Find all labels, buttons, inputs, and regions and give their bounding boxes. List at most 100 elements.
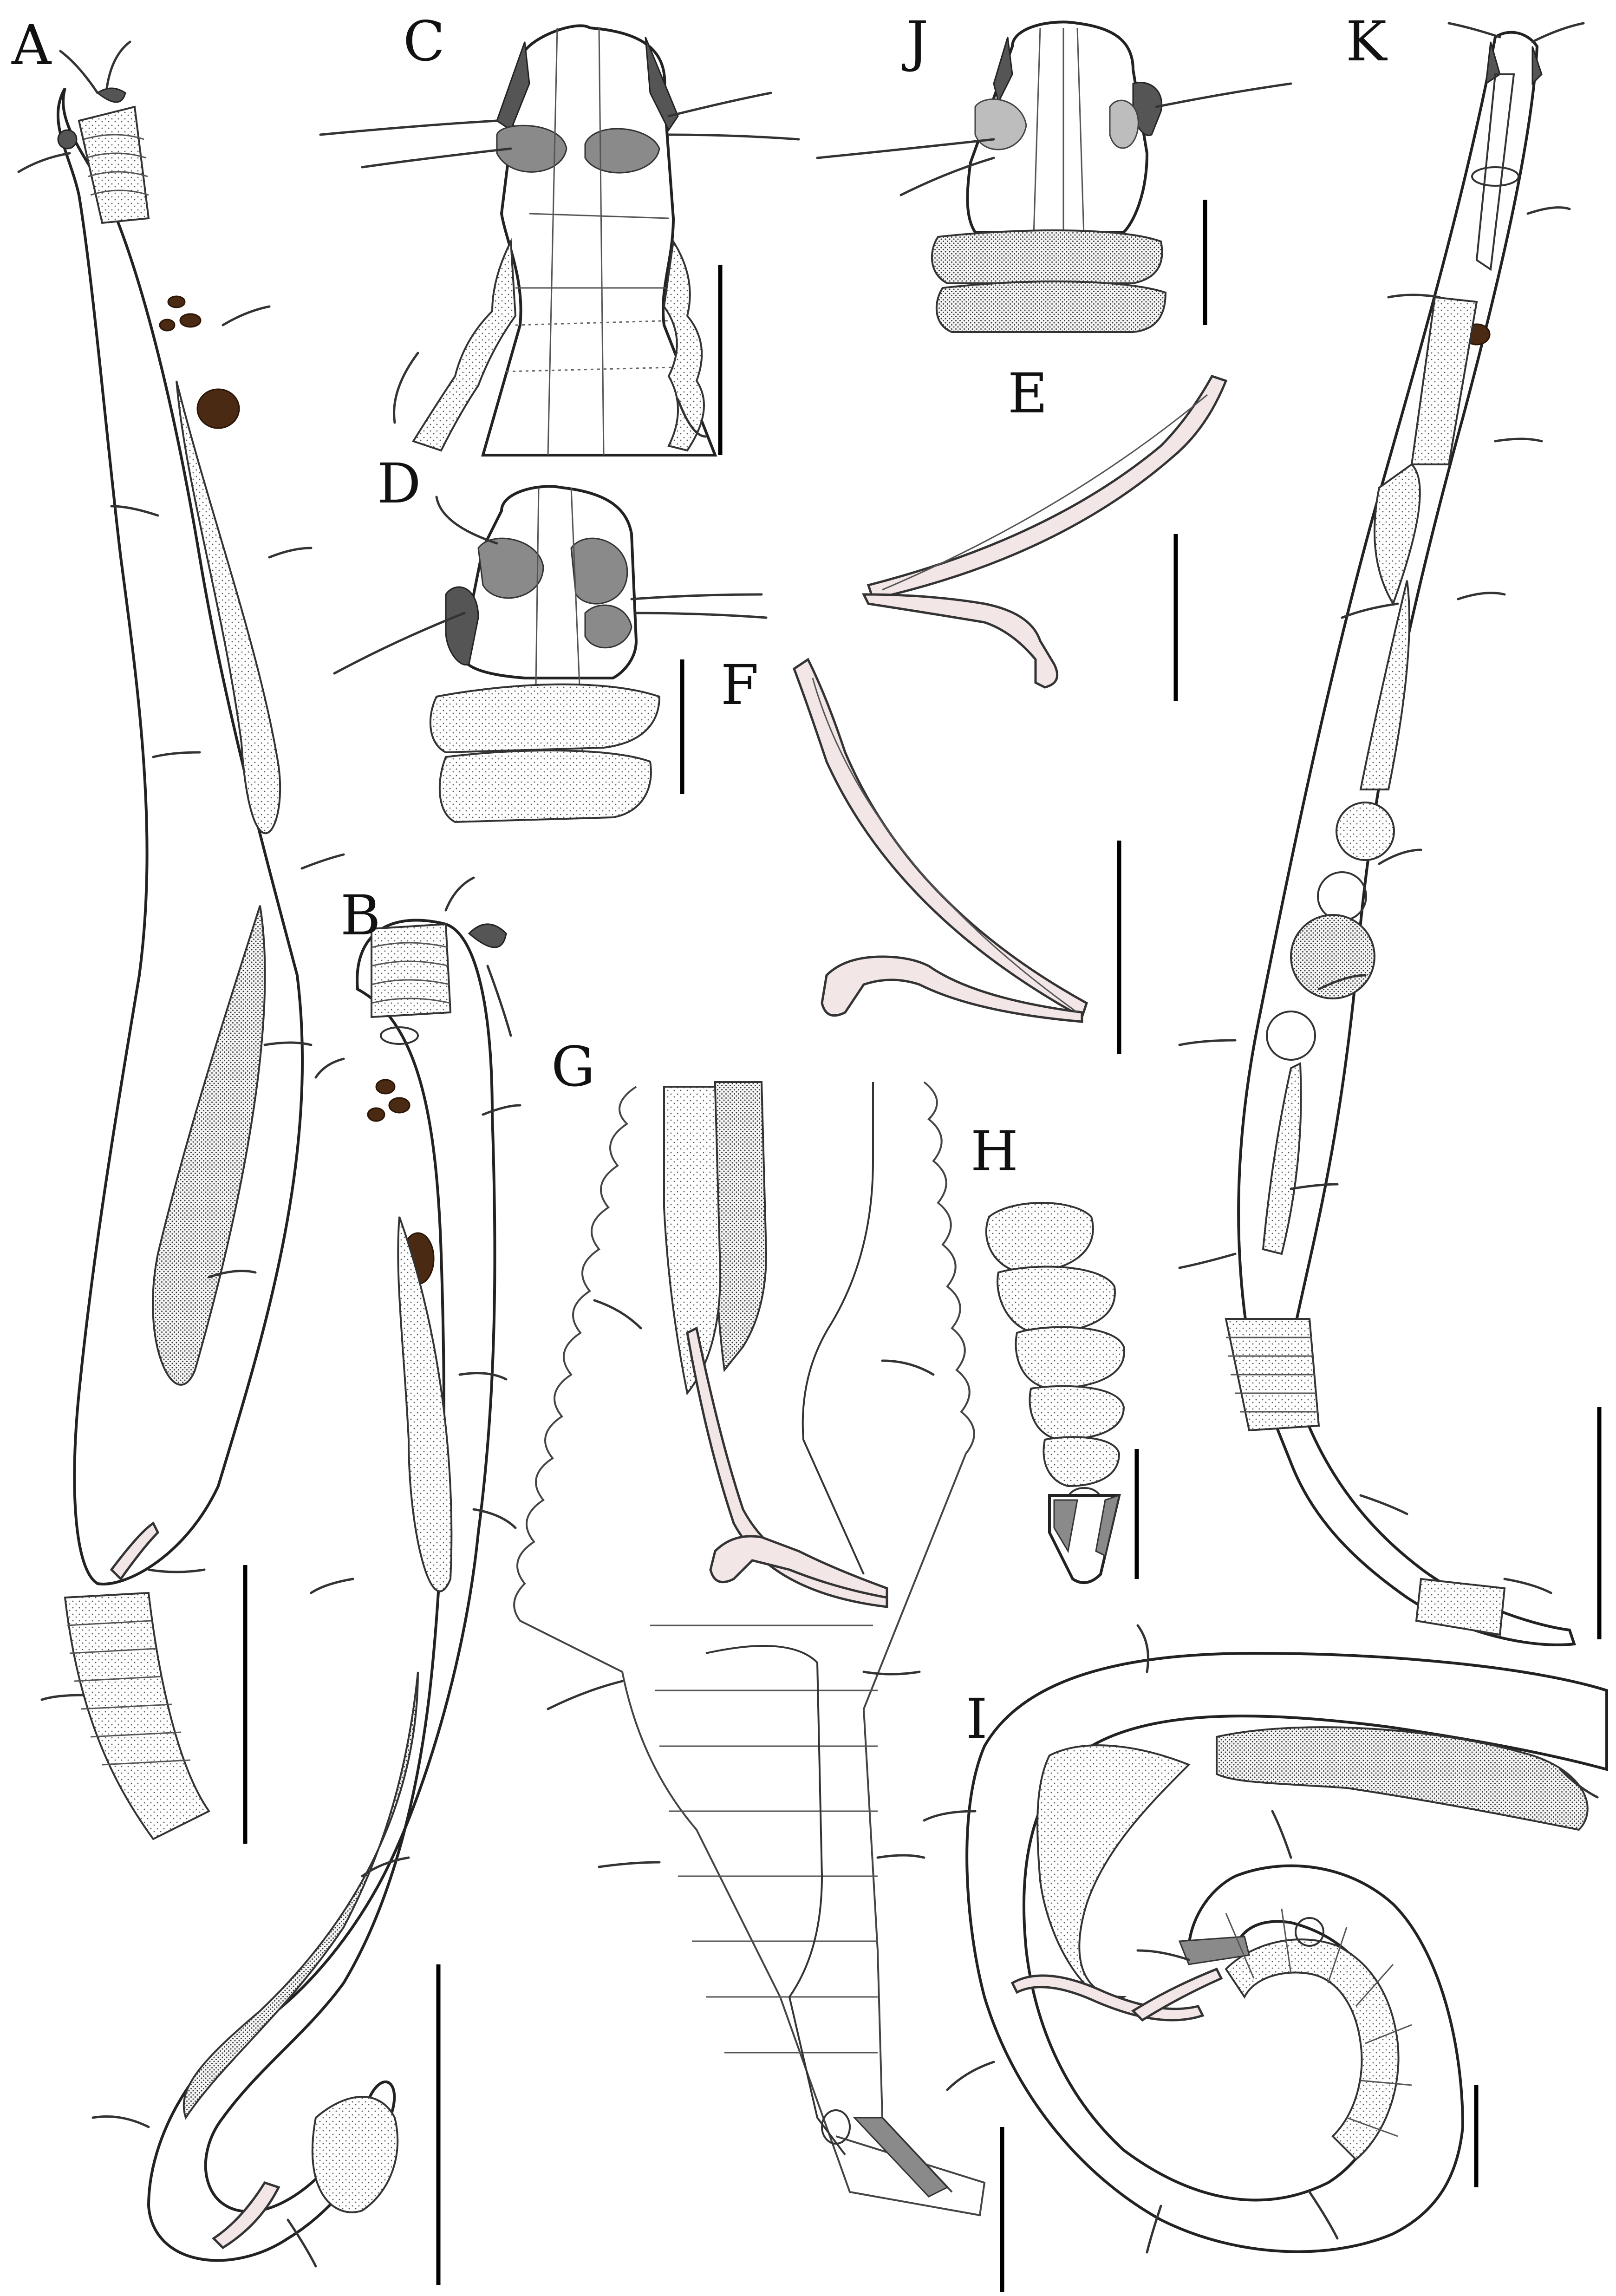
panel-i-tail-rings <box>1225 1908 1412 2137</box>
panel-i-body-outline <box>965 1651 1608 2253</box>
panel-d-ocellus-lower <box>584 604 632 649</box>
panel-a-ocellus <box>57 129 78 150</box>
panel-f-inner-line <box>812 678 1078 1013</box>
panel-b-amphid <box>468 923 507 948</box>
panel-g-cuticle-left <box>513 1086 986 2217</box>
panel-a-spicule <box>110 1521 160 1581</box>
panel-d-amphid-left <box>445 586 479 666</box>
panel-j-ocellus-right <box>1109 99 1139 149</box>
panel-g-spinneret <box>853 2117 949 2198</box>
panel-h-ring-1 <box>985 1202 1094 1274</box>
panel-j-ring-2 <box>935 280 1167 333</box>
panel-k-rings <box>1226 1337 1318 1413</box>
panel-k-ovary-anterior <box>1359 580 1410 790</box>
panel-i-spinneret <box>1178 1936 1250 1965</box>
panel-label-c: C <box>403 9 445 73</box>
panel-a-tail-rings <box>67 1620 191 1766</box>
panel-i-intestine <box>1036 1744 1191 2001</box>
panel-k-egg-1 <box>1336 802 1395 861</box>
panel-f-gubernaculum <box>821 955 1083 1023</box>
panel-a-pigment-spots <box>159 295 240 429</box>
panel-h-spinneret-shade-right <box>1095 1494 1121 1557</box>
panel-b-spicule <box>212 2181 280 2250</box>
panel-k-egg-3 <box>1290 914 1375 999</box>
panel-b-rings <box>371 942 451 1004</box>
panel-g-vas-deferens <box>801 1082 874 1575</box>
panel-label-a: A <box>11 13 52 77</box>
panel-b-coiled-worm <box>91 876 521 2268</box>
panel-label-d: D <box>377 451 421 515</box>
panel-c-amphid-right <box>645 37 679 131</box>
panel-i-tail-coil <box>1225 1938 1400 2161</box>
panel-k-amphid-left <box>1485 41 1501 85</box>
panel-c-cuticle-left <box>411 238 517 452</box>
panel-b-body-outline <box>147 919 496 2262</box>
scale-bars <box>243 200 1602 2292</box>
panel-g-spicule <box>686 1326 888 1608</box>
panel-c-head-detail <box>319 24 800 457</box>
panel-h-ring-5 <box>1043 1436 1121 1487</box>
panel-k-egg-4 <box>1266 1011 1316 1061</box>
panel-a-setae <box>17 40 345 1701</box>
panel-k-ovary-posterior <box>1262 1062 1302 1255</box>
panel-h-ring-2 <box>997 1265 1116 1334</box>
panel-e-gubernaculum <box>861 593 1059 689</box>
panel-d-ocellus-right <box>570 537 628 605</box>
panel-label-e: E <box>1008 361 1048 425</box>
panel-a-intestine <box>176 380 281 835</box>
panel-f-spicule <box>792 658 1088 1023</box>
panel-k-pharynx <box>1475 73 1515 271</box>
panel-g-tail-cells <box>705 1645 846 2156</box>
panel-g-cuticle-right <box>862 1081 975 2193</box>
panel-d-setae <box>333 496 768 675</box>
panel-g-caudal-gland <box>821 2109 851 2145</box>
panel-a-tail <box>64 1592 210 1840</box>
panel-j-ring-1 <box>931 229 1163 284</box>
panel-b-setae <box>91 876 521 2268</box>
panel-b-anterior-rings <box>371 923 452 1018</box>
panel-g-gubernaculum <box>709 1535 888 1599</box>
panel-k-nerve-ring <box>1471 166 1519 187</box>
panel-c-ocellus-right <box>584 128 660 174</box>
panel-k-setae <box>1178 22 1585 1594</box>
panel-b-testis <box>182 1671 419 2120</box>
panel-e-spicule <box>861 374 1228 689</box>
panel-g-tail-rings <box>650 1624 878 2054</box>
panel-label-f: F <box>721 653 759 717</box>
panel-i-gubernaculum <box>1131 1967 1223 2022</box>
panel-i-setae <box>923 1624 1599 2254</box>
panel-k-tail-rings <box>1415 1578 1506 1636</box>
panel-e-inner-line <box>882 394 1208 591</box>
panel-k-intestine-anterior <box>1410 296 1478 465</box>
panel-c-cuticle-right <box>663 239 705 452</box>
panel-j-setae <box>816 82 1292 196</box>
panel-b-tail <box>311 2096 399 2213</box>
panel-c-internal-lines <box>515 27 673 456</box>
panel-c-ring-lines <box>506 320 692 372</box>
panel-k-amphid-right <box>1531 46 1543 85</box>
panel-k-body-outline <box>1237 31 1577 1646</box>
panel-c-setae <box>319 91 800 438</box>
panel-g-posterior-detail <box>513 1081 986 2217</box>
panel-h-tail-tip <box>985 1202 1125 1584</box>
panel-k-female-worm <box>1178 22 1585 1646</box>
panel-label-b: B <box>340 883 381 947</box>
panel-label-k: K <box>1346 9 1388 73</box>
panel-d-ring-2 <box>438 750 652 823</box>
panel-a-testis <box>152 905 266 1386</box>
panel-label-h: H <box>971 1119 1018 1183</box>
panel-g-intestine <box>663 1086 722 1396</box>
panel-h-ring-3 <box>1015 1326 1125 1390</box>
panel-d-ring-1 <box>429 683 661 754</box>
panel-i-coiled-posterior <box>923 1624 1608 2254</box>
panel-d-ocellus-left <box>477 537 544 599</box>
panel-b-nerve-ring <box>380 1026 419 1045</box>
panel-a-body-outline <box>57 87 304 1585</box>
panel-h-ring-4 <box>1029 1385 1125 1441</box>
panel-d-head-lateral <box>333 485 768 823</box>
panel-label-j: J <box>902 9 928 73</box>
panel-h-spinneret-shade <box>1053 1499 1078 1553</box>
